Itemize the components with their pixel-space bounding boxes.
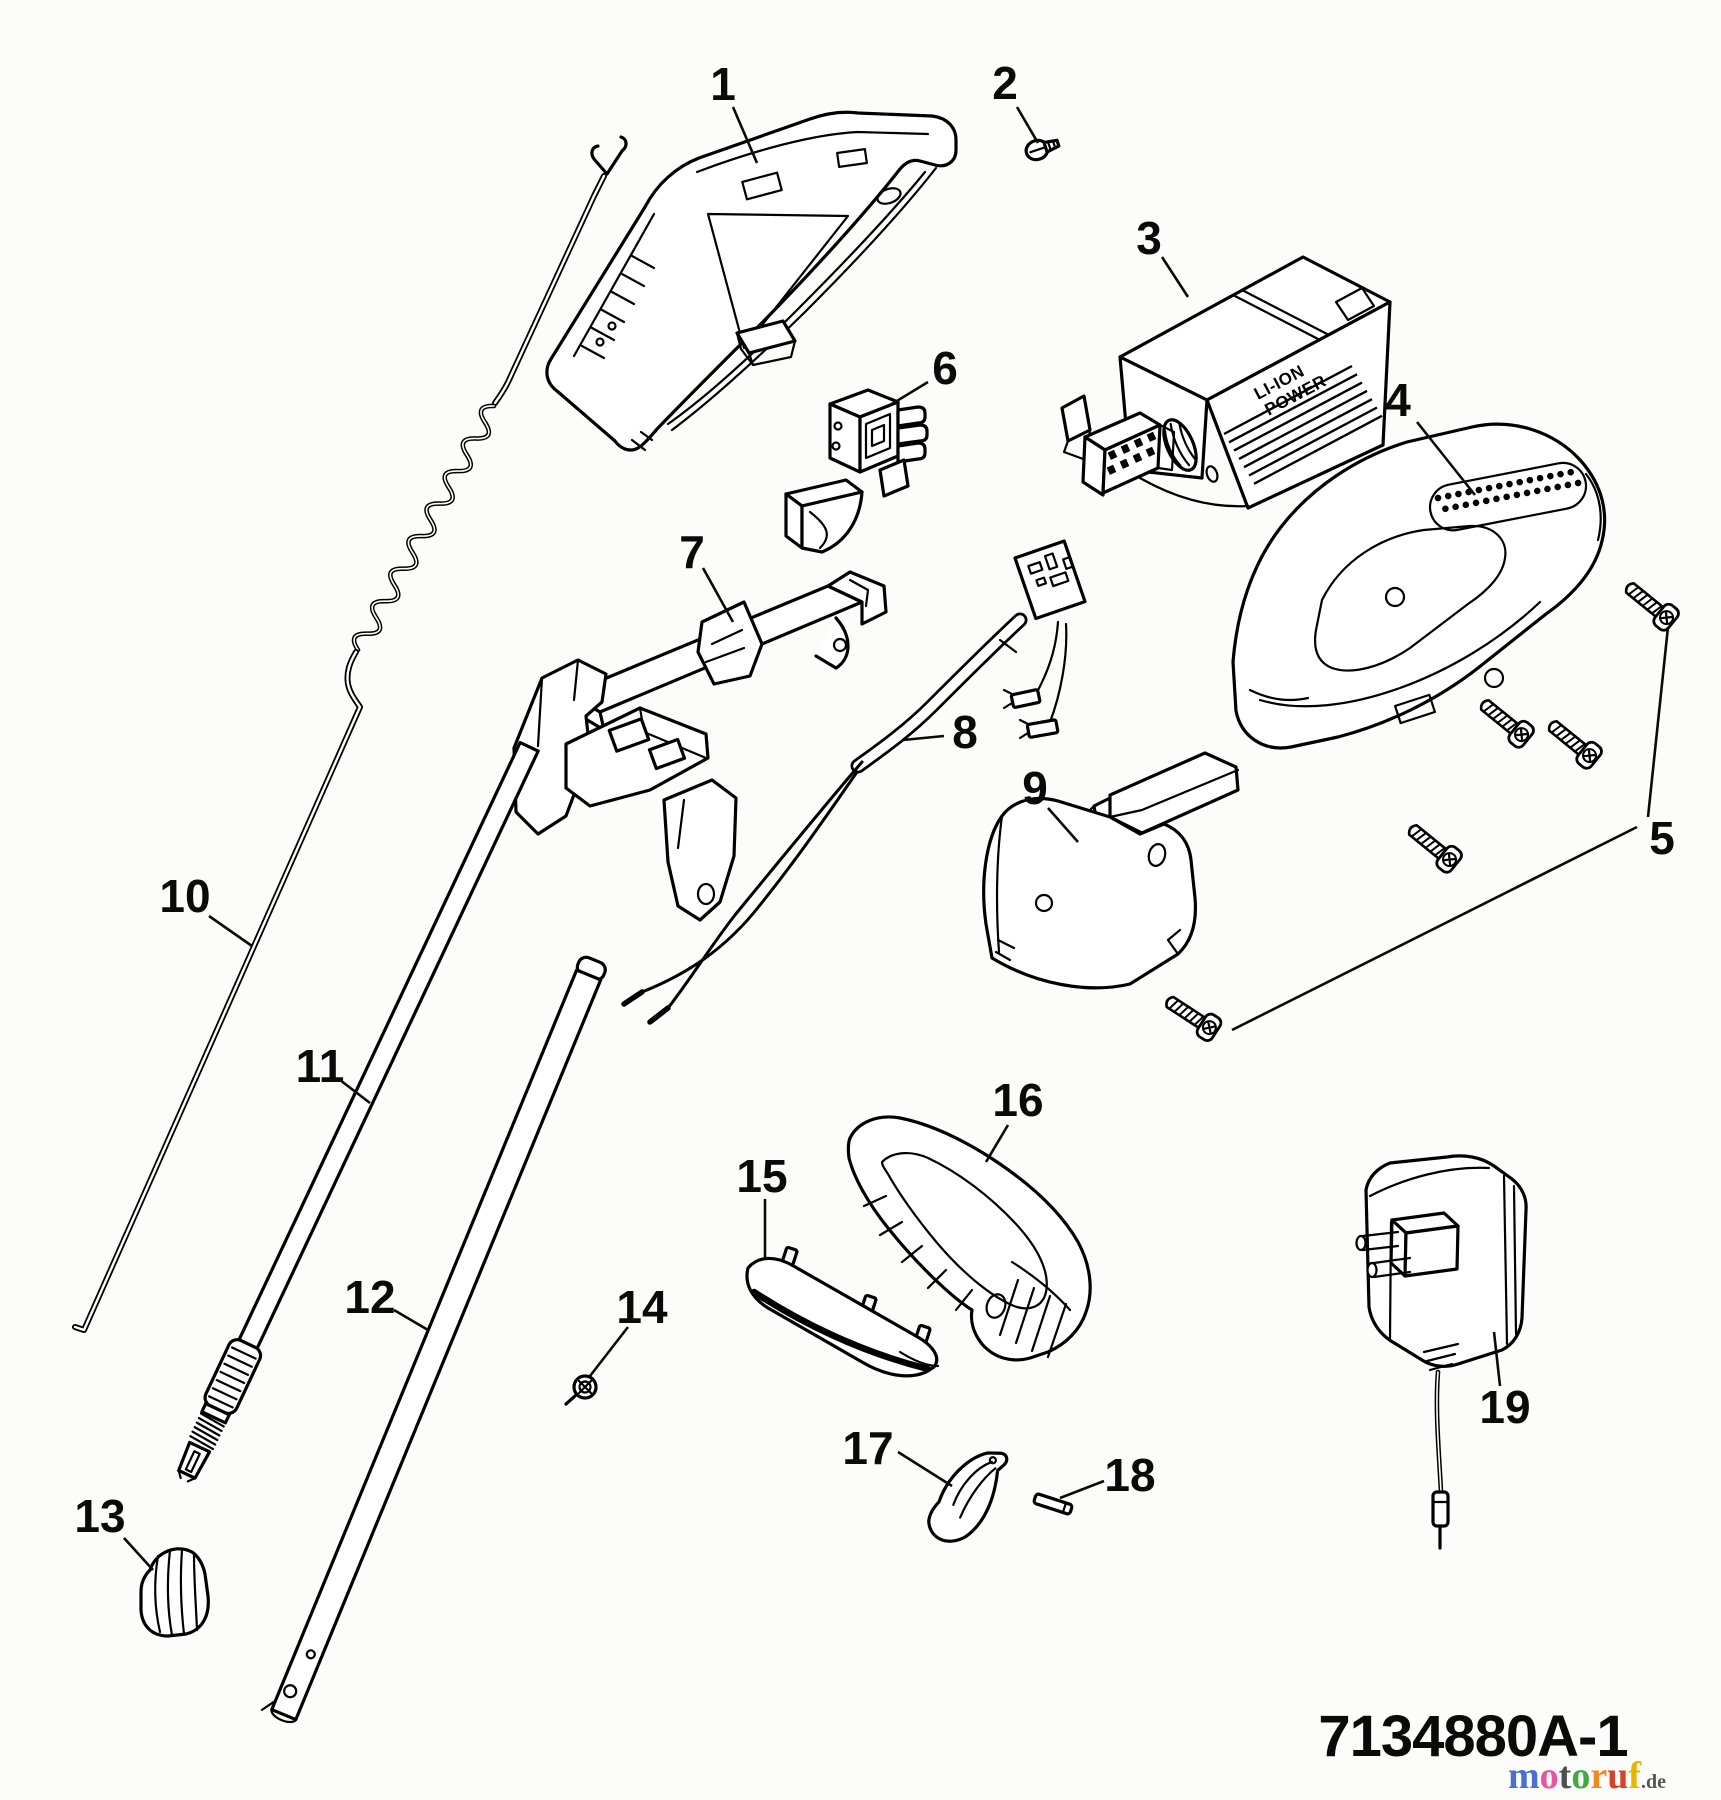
part-15-cover-strip <box>745 1245 940 1378</box>
battery-hatch <box>1223 364 1383 485</box>
callout-number-2: 2 <box>992 57 1018 109</box>
leader-line-18 <box>1059 1479 1105 1500</box>
leader-line-2 <box>1015 106 1040 144</box>
part-8-wiring-harness <box>621 539 1087 1025</box>
motoruf-watermark: motoruf.de <box>1508 1755 1666 1797</box>
part-19-charger <box>1355 1154 1528 1550</box>
leader-line-13 <box>123 1537 154 1571</box>
part-10-cable <box>75 135 628 1330</box>
callout-number-9: 9 <box>1022 762 1048 814</box>
callout-number-18: 18 <box>1104 1449 1155 1501</box>
part-14-screw <box>564 1374 598 1406</box>
leader-line-10 <box>208 914 253 948</box>
part-4-handle-housing-right <box>1231 422 1607 750</box>
leader-line-8 <box>902 734 945 742</box>
leader-line-1 <box>731 106 759 164</box>
leader-line-14 <box>588 1326 630 1377</box>
part-12-lower-tube <box>260 955 607 1724</box>
callout-number-8: 8 <box>952 706 978 758</box>
leader-line-19 <box>1492 1331 1502 1387</box>
leader-line-9 <box>1047 807 1079 843</box>
callout-number-1: 1 <box>710 58 736 110</box>
callout-number-11: 11 <box>296 1040 345 1092</box>
leader-line-12 <box>393 1308 429 1332</box>
part-7-switch-carrier <box>512 570 888 922</box>
part-13-end-cap <box>139 1547 210 1638</box>
callout-number-15: 15 <box>736 1150 787 1202</box>
callout-number-3: 3 <box>1136 212 1162 264</box>
callout-number-17: 17 <box>842 1422 893 1474</box>
leader-line-7 <box>701 567 735 623</box>
leader-line-5 <box>1231 825 1638 1032</box>
callout-number-19: 19 <box>1479 1381 1530 1433</box>
callout-number-5: 5 <box>1649 812 1675 864</box>
part-16-loop-handle <box>846 1115 1092 1362</box>
leader-line-6 <box>886 380 929 409</box>
battery-connector-grid <box>1106 431 1157 475</box>
callout-number-12: 12 <box>344 1271 395 1323</box>
leader-line-4 <box>1415 421 1477 496</box>
callout-number-6: 6 <box>932 342 958 394</box>
part-9-battery-holder <box>982 751 1240 990</box>
callout-number-4: 4 <box>1385 374 1411 426</box>
part-2-screw <box>1024 138 1061 162</box>
part-6-switch <box>784 388 929 554</box>
leader-line-11 <box>339 1078 371 1105</box>
callout-number-16: 16 <box>992 1074 1043 1126</box>
leader-line-16 <box>984 1124 1010 1163</box>
leader-line-17 <box>897 1450 953 1488</box>
part-18-pin <box>1032 1492 1074 1516</box>
part-3-battery-pack: LI-ION POWER <box>1060 255 1392 510</box>
callout-number-13: 13 <box>74 1490 125 1542</box>
vent-dots <box>1428 461 1588 532</box>
part-17-clip <box>927 1451 1009 1543</box>
callout-number-7: 7 <box>679 526 705 578</box>
part-1-handle-housing-left <box>545 110 958 452</box>
drawing-part-number: 7134880A-1 <box>1318 1704 1627 1769</box>
callout-number-10: 10 <box>159 870 210 922</box>
part-11-upper-tube <box>177 740 540 1483</box>
leader-line-5 <box>1646 626 1670 818</box>
leader-line-3 <box>1160 256 1190 298</box>
callout-number-14: 14 <box>616 1281 668 1333</box>
